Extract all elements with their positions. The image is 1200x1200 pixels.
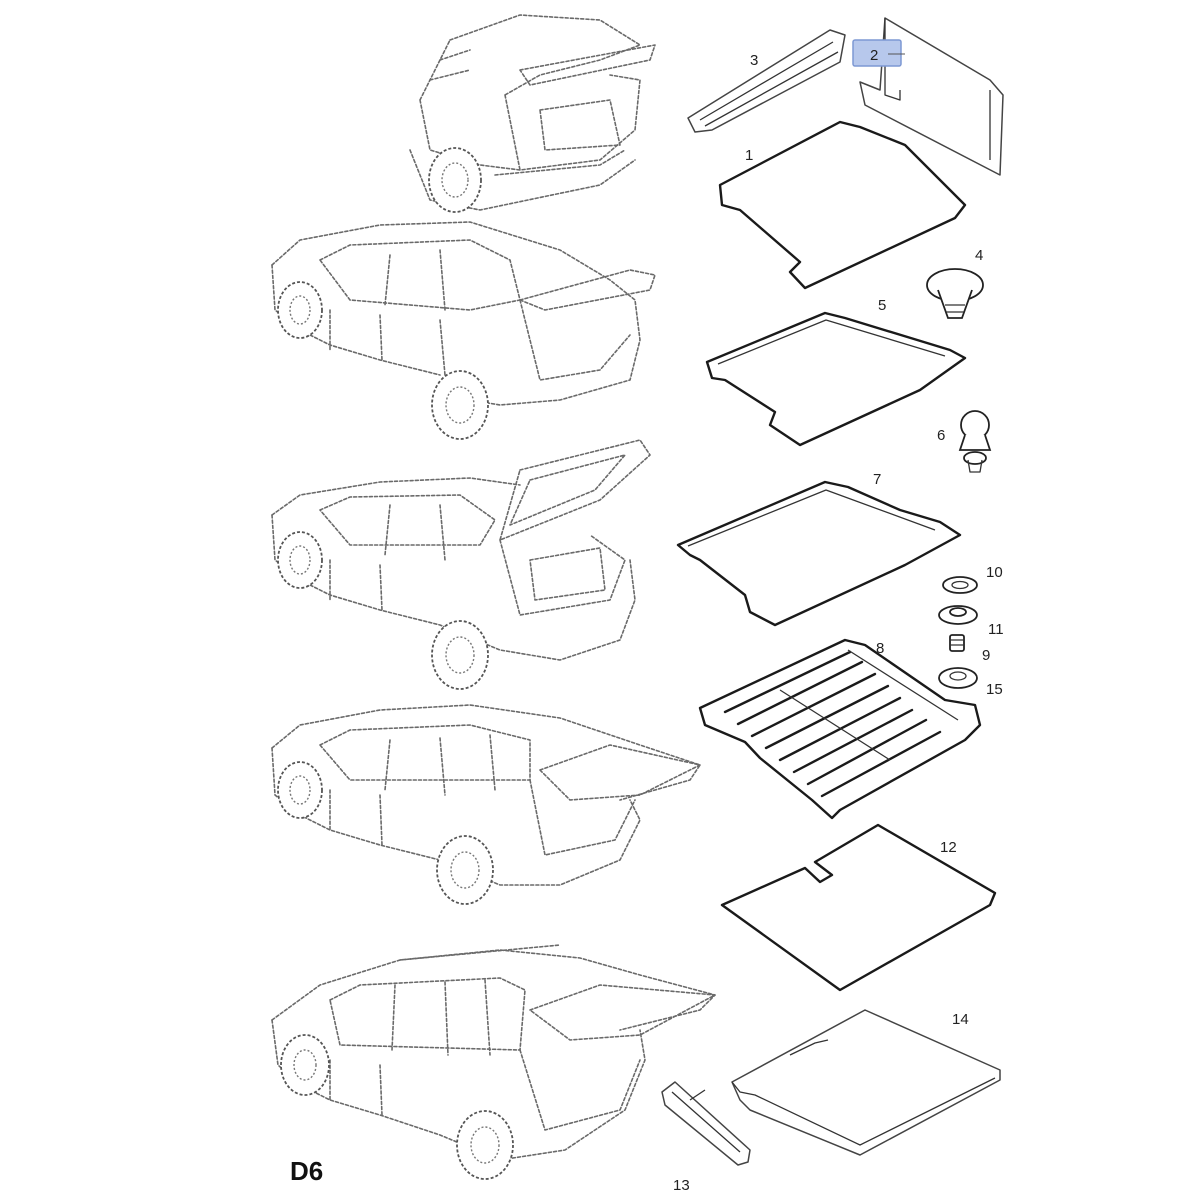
car-sedan bbox=[409, 14, 656, 213]
callout-12: 12 bbox=[940, 839, 957, 856]
callout-15: 15 bbox=[986, 681, 1003, 698]
callout-10: 10 bbox=[986, 564, 1003, 581]
part-2-side-panel[interactable] bbox=[852, 17, 1004, 176]
part-13-storage-tray[interactable] bbox=[661, 1081, 751, 1166]
callout-1: 1 bbox=[745, 147, 753, 164]
callout-2: 2 bbox=[870, 47, 878, 64]
part-1-floor-panel[interactable] bbox=[718, 120, 967, 290]
part-5-boot-mat[interactable] bbox=[705, 311, 967, 447]
part-6-lashing-hook[interactable] bbox=[958, 410, 992, 473]
part-10-washer[interactable] bbox=[942, 576, 978, 594]
part-11-nut[interactable] bbox=[938, 605, 978, 625]
highlight-callout-2 bbox=[852, 39, 902, 67]
callout-5: 5 bbox=[878, 297, 886, 314]
part-7-boot-liner[interactable] bbox=[676, 480, 962, 627]
callout-numbers: 3 2 1 4 5 6 7 10 11 9 15 8 12 14 13 bbox=[673, 47, 1004, 1194]
callout-13: 13 bbox=[673, 1177, 690, 1194]
part-8-ribbed-tray[interactable] bbox=[698, 638, 982, 820]
callout-14: 14 bbox=[952, 1011, 969, 1028]
callout-11: 11 bbox=[988, 621, 1004, 638]
callout-8: 8 bbox=[876, 640, 884, 657]
part-14-cargo-board[interactable] bbox=[731, 1009, 1001, 1156]
callout-6: 6 bbox=[937, 427, 945, 444]
part-9-stud[interactable] bbox=[949, 634, 965, 652]
car-mpv bbox=[271, 944, 716, 1180]
part-3-sill-trim[interactable] bbox=[687, 29, 846, 133]
part-12-floor-mat[interactable] bbox=[720, 823, 997, 992]
callout-3: 3 bbox=[750, 52, 758, 69]
page-code: D6 bbox=[290, 1156, 323, 1186]
callout-4: 4 bbox=[975, 247, 983, 264]
callout-7: 7 bbox=[873, 471, 881, 488]
part-4-push-clip[interactable] bbox=[926, 268, 984, 319]
car-hatchback bbox=[271, 221, 656, 440]
car-estate bbox=[271, 704, 701, 905]
part-15-grommet[interactable] bbox=[938, 667, 978, 689]
callout-9: 9 bbox=[982, 647, 990, 664]
car-hatchback-open bbox=[271, 439, 651, 690]
